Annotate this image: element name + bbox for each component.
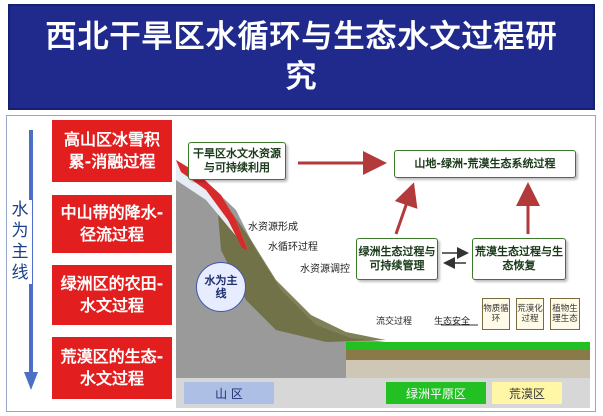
water-mainline-label: 水为主线: [204, 274, 238, 300]
node-desert: 荒漠生态过程与生态恢复: [472, 238, 566, 280]
water-mainline-circle: 水为主线: [196, 262, 246, 312]
node-ecosystem: 山地-绿洲-荒漠生态系统过程: [394, 150, 576, 178]
landscape-scene: 干旱区水文水资源与可持续利用 山地-绿洲-荒漠生态系统过程 绿洲生态过程与可持续…: [176, 120, 590, 408]
title-banner: 西北干旱区水循环与生态水文过程研究: [8, 4, 595, 110]
process-box-oasis: 绿洲区的农田-水文过程: [52, 265, 172, 325]
label-regulation: 水资源调控: [300, 264, 350, 275]
process-box-midmountain: 中山带的降水-径流过程: [52, 195, 172, 253]
zone-mountain-label: 山 区: [215, 386, 243, 401]
process-label-oasis: 绿洲区的农田-水文过程: [60, 274, 164, 315]
label-formation: 水资源形成: [248, 222, 298, 233]
zone-oasis-label: 绿洲平原区: [405, 386, 466, 401]
small-box-desertification-label: 荒漠化过程: [517, 304, 543, 324]
label-hydro-adjust: 流交过程: [376, 317, 413, 327]
node-desert-label: 荒漠生态过程与生态恢复: [475, 245, 563, 272]
label-eco-security: 生态安全: [434, 317, 471, 327]
page-title: 西北干旱区水循环与生态水文过程研究: [45, 19, 558, 95]
small-box-plant: 植物生理生态: [550, 298, 580, 330]
zone-mountain: 山 区: [184, 382, 274, 404]
small-box-material-label: 物质循环: [483, 304, 509, 324]
small-box-desertification: 荒漠化过程: [516, 298, 544, 330]
zone-desert: 荒漠区: [492, 382, 562, 404]
node-water-resources: 干旱区水文水资源与可持续利用: [188, 142, 286, 180]
zone-oasis: 绿洲平原区: [386, 382, 486, 404]
small-box-material: 物质循环: [482, 298, 510, 330]
node-oasis: 绿洲生态过程与可持续管理: [356, 238, 438, 280]
node-oasis-label: 绿洲生态过程与可持续管理: [358, 245, 436, 272]
zone-desert-label: 荒漠区: [508, 386, 545, 401]
process-label-midmountain: 中山带的降水-径流过程: [60, 203, 164, 244]
vertical-label: 水为主线: [8, 200, 32, 284]
process-label-desert: 荒漠区的生态-水文过程: [60, 347, 164, 388]
process-box-alpine: 高山区冰雪积累-消融过程: [52, 120, 172, 182]
node-ecosystem-label: 山地-绿洲-荒漠生态系统过程: [414, 157, 556, 170]
process-label-alpine: 高山区冰雪积累-消融过程: [63, 130, 160, 171]
label-cycle: 水循环过程: [268, 242, 318, 253]
node-water-resources-label: 干旱区水文水资源与可持续利用: [193, 147, 281, 174]
process-box-desert: 荒漠区的生态-水文过程: [52, 337, 172, 399]
small-box-plant-label: 植物生理生态: [552, 304, 578, 324]
